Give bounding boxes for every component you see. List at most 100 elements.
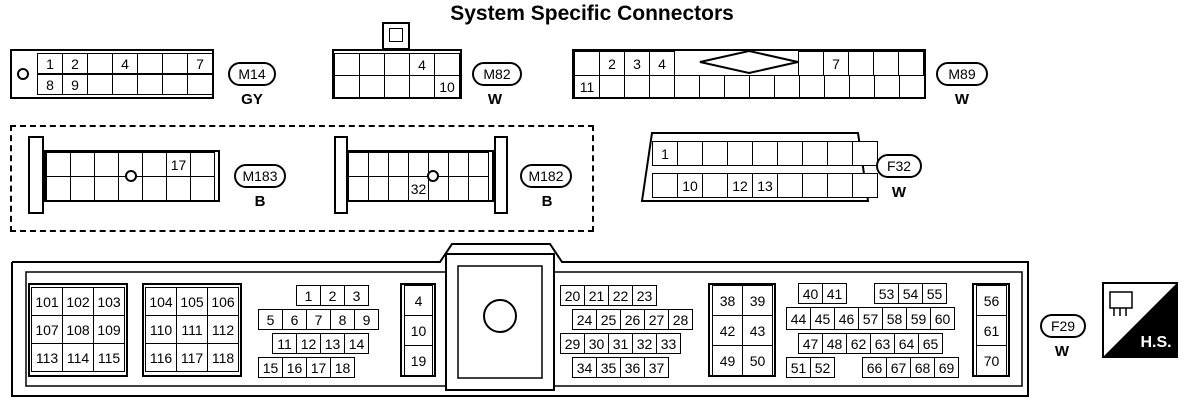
pin-cell: 5: [258, 309, 283, 330]
pin-cell: [777, 173, 803, 198]
pin-cell: 33: [656, 333, 681, 354]
pin-cell: [94, 152, 119, 177]
pin-cell: 62: [846, 333, 871, 354]
pin-cell: 55: [922, 283, 947, 304]
pin-cell: 24: [572, 309, 597, 330]
pin-cell: 9: [62, 74, 88, 95]
pin-cell: 22: [608, 285, 633, 306]
pin-cell: [652, 173, 678, 198]
connector-color-f32: W: [891, 184, 907, 201]
pin-cell: 54: [898, 283, 923, 304]
pin-cell: 26: [620, 309, 645, 330]
pin-cell: [87, 74, 113, 95]
pin-cell: [46, 176, 71, 201]
pin-cell: [388, 152, 409, 177]
pin-cell: [137, 74, 163, 95]
pin-cell: 113: [31, 343, 63, 372]
pin-cell: 111: [176, 315, 208, 344]
pin-cell: 10: [434, 75, 460, 98]
pin-cell: 108: [62, 315, 94, 344]
pin-cell: 34: [572, 357, 597, 378]
pin-cell: [448, 152, 469, 177]
pin-cell: [162, 74, 188, 95]
pin-cell: 4: [404, 285, 433, 316]
latch-circle: [427, 170, 439, 182]
pin-cell: [468, 152, 489, 177]
connector-key-inner: [389, 28, 403, 42]
pin-cell: 66: [862, 357, 887, 378]
pin-cell: 4: [112, 53, 138, 74]
pin-cell: [798, 51, 824, 76]
pin-cell: 21: [584, 285, 609, 306]
pin-cell: [359, 75, 385, 98]
pin-cell: [46, 152, 71, 177]
pin-cell: 57: [858, 307, 883, 330]
pin-cell: 10: [404, 315, 433, 346]
connector-m182-tab-right: [494, 136, 508, 214]
pin-cell: 43: [742, 315, 773, 346]
pin-cell: 69: [934, 357, 959, 378]
pin-cell: 1: [37, 53, 63, 74]
latch-circle: [17, 68, 29, 80]
pin-cell: 17: [166, 152, 191, 177]
connector-tag-f29: F29: [1040, 314, 1086, 338]
pin-cell: [702, 173, 728, 198]
pin-cell: [702, 141, 728, 166]
pin-cell: [70, 152, 95, 177]
pin-cell: 48: [822, 333, 847, 354]
pin-cell: 41: [822, 283, 847, 304]
pin-cell: 19: [404, 345, 433, 376]
pin-cell: 49: [712, 345, 743, 376]
pin-cell: [137, 53, 163, 74]
pin-cell: 17: [306, 357, 331, 378]
pin-cell: 13: [320, 333, 345, 354]
pin-cell: 40: [798, 283, 823, 304]
connector-tag-m82: M82: [472, 62, 522, 86]
pin-cell: 110: [145, 315, 177, 344]
pin-cell: 27: [644, 309, 669, 330]
pin-cell: 105: [176, 287, 208, 316]
pin-cell: 101: [31, 287, 63, 316]
pin-cell: [384, 75, 410, 98]
pin-cell: [852, 173, 878, 198]
connector-color-m183: B: [254, 193, 266, 210]
pin-cell: 25: [596, 309, 621, 330]
pin-cell: 53: [874, 283, 899, 304]
pin-cell: [94, 176, 119, 201]
pin-cell: [899, 75, 925, 98]
pin-cell: [348, 176, 369, 201]
pin-cell: 35: [596, 357, 621, 378]
pin-cell: 65: [918, 333, 943, 354]
connector-m182-tab-left: [334, 136, 348, 214]
pin-cell: 1: [296, 285, 321, 306]
pin-cell: 2: [320, 285, 345, 306]
pin-cell: [849, 75, 875, 98]
pin-cell: 107: [31, 315, 63, 344]
connector-m183-tab: [28, 136, 44, 214]
pin-cell: [724, 75, 750, 98]
pin-cell: [112, 74, 138, 95]
pin-cell: 109: [93, 315, 125, 344]
pin-cell: [142, 176, 167, 201]
pin-cell: [409, 75, 435, 98]
pin-cell: [388, 176, 409, 201]
connector-tag-m89: M89: [936, 62, 988, 86]
pin-cell: 52: [810, 357, 835, 378]
pin-cell: [190, 152, 215, 177]
pin-cell: 103: [93, 287, 125, 316]
pin-cell: [677, 141, 703, 166]
pin-cell: [166, 176, 191, 201]
pin-cell: 29: [560, 333, 585, 354]
pin-cell: [384, 53, 410, 76]
pin-cell: 112: [207, 315, 239, 344]
pin-cell: [802, 173, 828, 198]
pin-cell: 7: [187, 53, 213, 74]
pin-cell: [802, 141, 828, 166]
pin-cell: 4: [409, 53, 435, 76]
pin-cell: [359, 53, 385, 76]
pin-cell: 115: [93, 343, 125, 372]
pin-cell: 15: [258, 357, 283, 378]
pin-cell: 51: [786, 357, 811, 378]
pin-cell: 8: [330, 309, 355, 330]
pin-cell: 18: [330, 357, 355, 378]
